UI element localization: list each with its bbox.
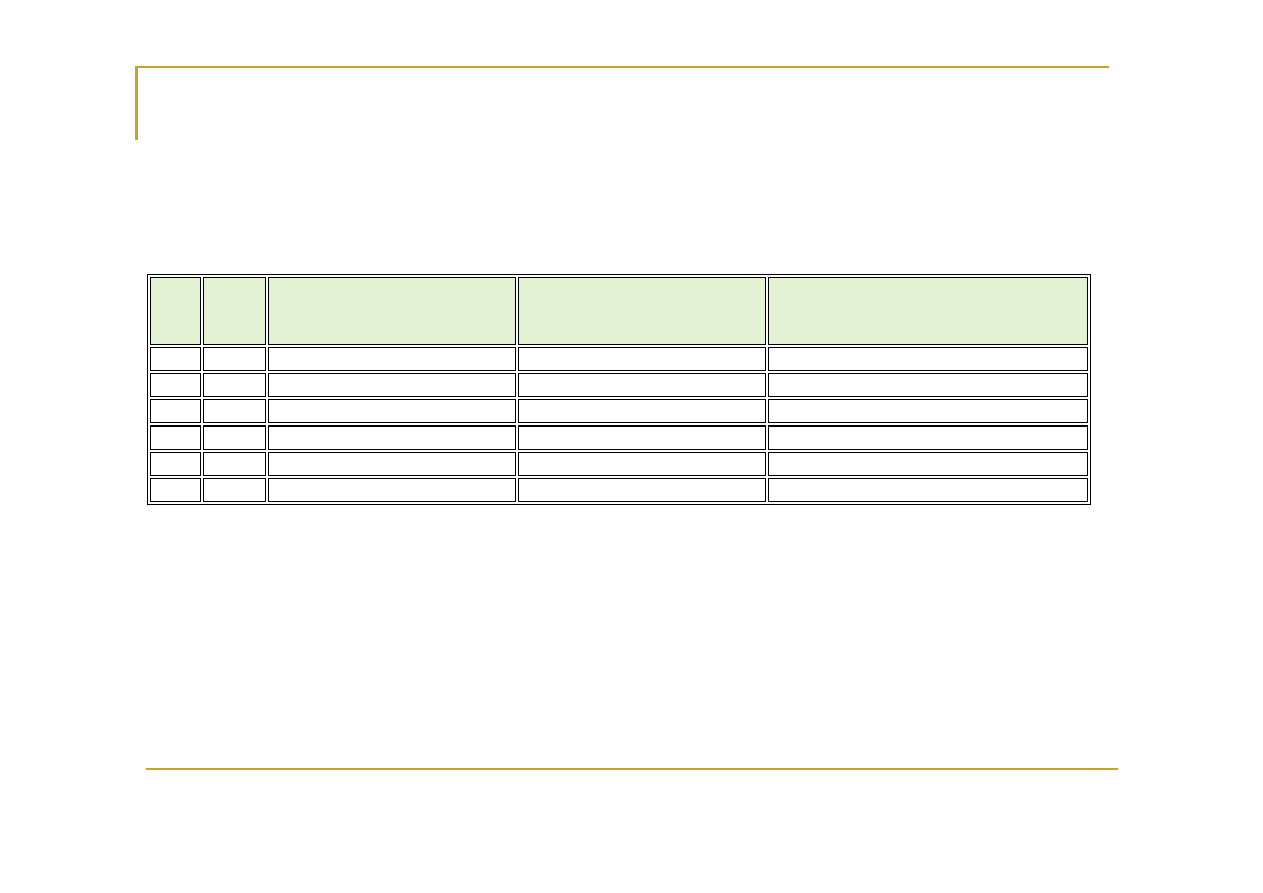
table-cell	[268, 452, 516, 476]
title-top-rule	[135, 66, 1109, 68]
title-left-rule	[135, 66, 138, 140]
table-row	[150, 452, 1088, 476]
data-table	[147, 274, 1091, 505]
table-cell	[268, 478, 516, 502]
header-cell-4	[518, 277, 766, 345]
table-row	[150, 399, 1088, 423]
table-row	[150, 347, 1088, 371]
table-cell	[518, 478, 766, 502]
table-cell	[768, 347, 1088, 371]
table-cell	[268, 347, 516, 371]
table-cell	[150, 478, 201, 502]
table-cell	[768, 399, 1088, 423]
table-cell	[768, 373, 1088, 397]
table-cell	[203, 399, 266, 423]
table-cell	[203, 452, 266, 476]
table-cell	[518, 452, 766, 476]
header-cell-2	[203, 277, 266, 345]
footer-rule	[146, 768, 1118, 770]
table-cell	[518, 399, 766, 423]
slide-title	[150, 80, 1090, 130]
table-cell	[150, 452, 201, 476]
table-cell	[518, 347, 766, 371]
table-cell	[150, 347, 201, 371]
table-header-row	[150, 277, 1088, 345]
header-cell-3	[268, 277, 516, 345]
table-cell	[203, 373, 266, 397]
table-cell	[268, 399, 516, 423]
table-cell	[203, 478, 266, 502]
table-cell	[150, 399, 201, 423]
table-cell	[768, 452, 1088, 476]
table-cell	[203, 425, 266, 450]
table-cell	[150, 425, 201, 450]
table-row	[150, 373, 1088, 397]
table-cell	[268, 373, 516, 397]
table-cell	[518, 373, 766, 397]
table-cell	[768, 425, 1088, 450]
table-cell	[203, 347, 266, 371]
table-row	[150, 425, 1088, 450]
table-cell	[150, 373, 201, 397]
header-cell-1	[150, 277, 201, 345]
table-row	[150, 478, 1088, 502]
table-cell	[518, 425, 766, 450]
header-cell-5	[768, 277, 1088, 345]
table-cell	[268, 425, 516, 450]
table-cell	[768, 478, 1088, 502]
